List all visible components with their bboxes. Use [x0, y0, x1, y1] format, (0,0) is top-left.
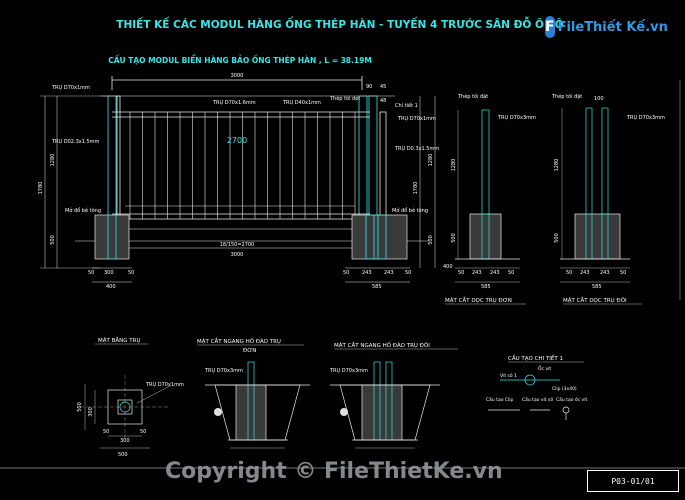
double-label-top2: 100 [594, 96, 604, 102]
single-dim-d: 50 [508, 270, 514, 276]
hole-single-section [205, 361, 310, 449]
single-h: 1280 [451, 159, 457, 172]
dim-height-found: 500 [50, 235, 56, 245]
plan-dim-h3: 50 [140, 429, 146, 435]
fence-foundations [94, 214, 408, 260]
single-dim-c: 243 [490, 270, 500, 276]
plan-dim-h1: 50 [103, 429, 109, 435]
detail1-caption: CẤU TẠO CHI TIẾT 1 [508, 354, 563, 362]
single-h2: 500 [451, 233, 457, 243]
plan-label: TRỤ D70x1mm [145, 382, 184, 388]
dim-bottom-total: 3000 [231, 252, 244, 258]
dim-top-small-a: 90 [366, 84, 372, 90]
single-dim-a: 50 [458, 270, 464, 276]
hole-single-caption1: MẶT CẮT NGANG HỐ ĐÀO TRỤ [197, 337, 281, 345]
filethietke-logo[interactable]: F FileThiết Kế.vn [545, 14, 668, 40]
label-bar2: TRỤ D40x1mm [282, 100, 321, 106]
label-cap: Thép tôi dẹt [329, 95, 360, 102]
dim-right-post: 1280 [428, 154, 434, 167]
hole-double-label: TRỤ D70x3mm [329, 368, 368, 374]
dim-bottom-rail: 18/150=2700 [220, 242, 255, 248]
detail1-item-4: Cấu tạo vít số [522, 396, 553, 403]
drawing-title: THIẾT KẾ CÁC MODUL HÀNG ỐNG THÉP HÀN - T… [116, 16, 563, 31]
detail1-item-1: Ốc vít [538, 364, 551, 372]
section-single-post [455, 109, 520, 283]
double-dim-a: 50 [566, 270, 572, 276]
single-left: 400 [443, 264, 453, 270]
plan-caption: MẶT BẰNG TRỤ [98, 336, 140, 344]
detail1-item-2: Clip (3x40) [552, 386, 577, 392]
detail1-item-5: Cấu tạo ốc vít [556, 396, 587, 403]
label-post-left: TRỤ D70x1mm [51, 85, 90, 91]
fence-bars [129, 112, 356, 219]
label-post-left2: TRỤ D02.3x1.5mm [51, 139, 100, 145]
dim-top-small-b: 48 [380, 98, 386, 104]
dim-inner: 2700 [227, 136, 247, 145]
dim-top-small-c: 45 [380, 84, 386, 90]
dim-height-total: 1780 [38, 182, 44, 195]
elevation-subtitle: CẤU TẠO MODUL BIỂN HÀNG BẢO ỐNG THÉP HÀN… [108, 55, 372, 65]
dim-top-total: 3000 [231, 73, 244, 79]
dim-right-d: 50 [405, 270, 411, 276]
drawing-stamp: P03-01/01 [587, 470, 679, 492]
single-dim-b: 243 [472, 270, 482, 276]
logo-badge-icon: F [545, 16, 555, 38]
plan-dim-v1: 300 [88, 407, 94, 417]
fence-elevation [40, 76, 436, 283]
logo-text: FileThiết Kế.vn [557, 19, 668, 35]
dim-left-a: 50 [88, 270, 94, 276]
double-caption: MẶT CẮT DỌC TRỤ ĐÔI [563, 296, 627, 304]
dim-left-c: 50 [128, 270, 134, 276]
hole-single-label: TRỤ D70x3mm [204, 368, 243, 374]
dim-right-b: 243 [362, 270, 372, 276]
double-dim-d: 50 [620, 270, 626, 276]
hole-double-section [330, 361, 440, 449]
dim-right-c: 243 [384, 270, 394, 276]
plan-sub: 500 [118, 452, 128, 458]
detail1-item-0: Vít số 1 [500, 372, 517, 379]
double-h: 1280 [554, 159, 560, 172]
hole-single-caption2: ĐƠN [243, 348, 256, 354]
label-found-left: Mở đổ bê tông [65, 207, 101, 214]
label-found-right: Mở đổ bê tông [392, 207, 428, 214]
copyright-watermark: Copyright © FileThietKe.vn [165, 459, 503, 484]
dim-left-b: 300 [104, 270, 114, 276]
dim-right-found: 500 [428, 235, 434, 245]
dim-right-sub: 585 [372, 284, 382, 290]
post-plan [80, 375, 171, 449]
dim-height-post: 1280 [50, 154, 56, 167]
detail-1 [488, 374, 570, 420]
double-label-top: Thép tôi đặt [551, 93, 582, 100]
double-sub: 585 [592, 284, 602, 290]
dim-right-total: 1780 [413, 182, 419, 195]
single-caption: MẶT CẮT DỌC TRỤ ĐƠN [445, 296, 512, 304]
dim-left-sub: 400 [106, 284, 116, 290]
hole-double-caption: MẶT CẮT NGANG HỐ ĐÀO TRỤ ĐÔI [334, 341, 430, 349]
double-h2: 500 [554, 233, 560, 243]
plan-dim-v2: 500 [77, 402, 83, 412]
double-dim-c: 243 [600, 270, 610, 276]
section-double-post [560, 80, 681, 300]
label-bar: TRỤ D70x1.6mm [212, 100, 256, 106]
single-label-post: TRỤ D70x3mm [497, 115, 536, 121]
detail1-item-3: Cấu tạo Clip [486, 396, 514, 403]
dim-right-a: 50 [343, 270, 349, 276]
label-post-right: TRỤ D70x1mm [397, 116, 436, 122]
double-dim-b: 243 [580, 270, 590, 276]
double-label-post: TRỤ D70x3mm [626, 115, 665, 121]
plan-dim-h2: 300 [120, 438, 130, 444]
label-post-right2: TRỤ D0.3x1.5mm [394, 146, 439, 152]
single-label-top: Thép tôi đặt [457, 93, 488, 100]
label-detail: Chi tiết 1 [395, 102, 418, 109]
single-sub: 585 [481, 284, 491, 290]
